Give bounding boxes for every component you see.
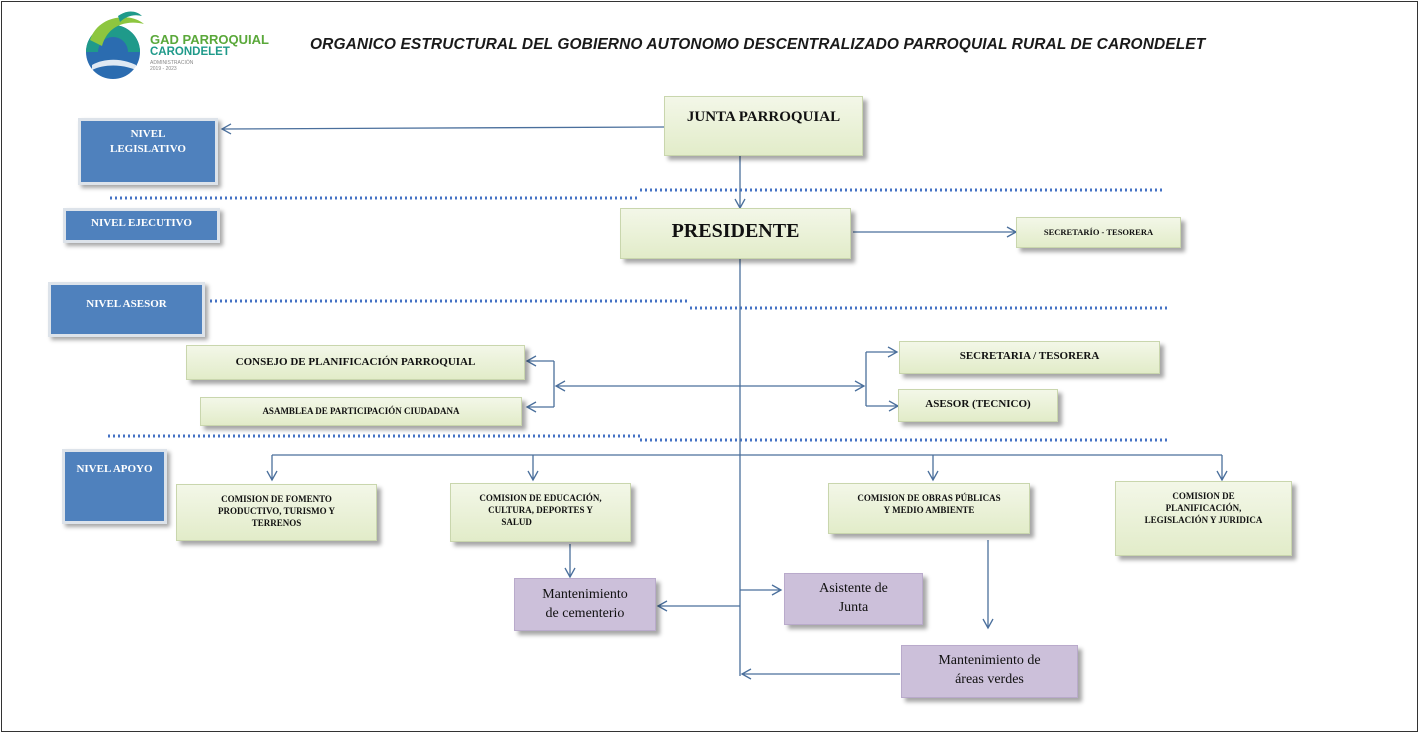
connectors bbox=[220, 123, 1228, 680]
node-comision-obras: COMISION DE OBRAS PÚBLICAS Y MEDIO AMBIEN… bbox=[828, 483, 1030, 534]
mant-cementerio-line1: Mantenimiento bbox=[542, 586, 628, 602]
asistente-line2: Junta bbox=[838, 599, 869, 615]
level-asesor: NIVEL ASESOR bbox=[48, 282, 205, 337]
node-asamblea-participacion: ASAMBLEA DE PARTICIPACIÓN CIUDADANA bbox=[200, 397, 522, 426]
comision-planificacion-line1: COMISION DE bbox=[1172, 491, 1235, 501]
node-presidente: PRESIDENTE bbox=[620, 208, 851, 259]
node-mantenimiento-areas-verdes: Mantenimiento de áreas verdes bbox=[901, 645, 1078, 698]
comision-educacion-line1: COMISION DE EDUCACIÓN, bbox=[479, 493, 602, 503]
logo-emblem bbox=[86, 11, 144, 79]
connector-junta-legislativo bbox=[220, 123, 665, 135]
node-consejo-planificacion: CONSEJO DE PLANIFICACIÓN PARROQUIAL bbox=[186, 345, 525, 380]
level-legislativo: NIVEL LEGISLATIVO bbox=[78, 118, 218, 185]
page-title: ORGANICO ESTRUCTURAL DEL GOBIERNO AUTONO… bbox=[310, 36, 1206, 53]
comision-planificacion-line2: PLANIFICACIÓN, bbox=[1165, 503, 1242, 514]
logo-name-line1: GAD PARROQUIAL bbox=[150, 32, 269, 47]
comision-educacion-line2: CULTURA, DEPORTES Y bbox=[488, 505, 593, 516]
level-legislativo-line1: NIVEL bbox=[130, 128, 166, 140]
logo: GAD PARROQUIAL CARONDELET ADMINISTRACIÓN… bbox=[78, 10, 278, 82]
node-secretario-tesorera: SECRETARÍO - TESORERA bbox=[1016, 217, 1181, 248]
level-apoyo: NIVEL APOYO bbox=[62, 449, 167, 524]
node-comision-educacion: COMISION DE EDUCACIÓN, CULTURA, DEPORTES … bbox=[450, 483, 631, 542]
logo-sub-line1: ADMINISTRACIÓN bbox=[150, 60, 194, 66]
logo-sub-line2: 2019 - 2023 bbox=[150, 66, 177, 72]
node-asistente-junta: Asistente de Junta bbox=[784, 573, 923, 625]
node-secretaria-tesorera: SECRETARIA / TESORERA bbox=[899, 341, 1160, 374]
mant-cementerio-line2: de cementerio bbox=[545, 605, 625, 621]
comision-fomento-line3: TERRENOS bbox=[251, 518, 302, 529]
level-legislativo-line2: LEGISLATIVO bbox=[110, 142, 186, 155]
comision-obras-line1: COMISION DE OBRAS PÚBLICAS bbox=[857, 493, 1001, 503]
level-ejecutivo: NIVEL EJECUTIVO bbox=[63, 208, 220, 243]
comision-educacion-line3: SALUD bbox=[501, 517, 532, 528]
node-junta-parroquial: JUNTA PARROQUIAL bbox=[664, 96, 863, 156]
comision-obras-line2: Y MEDIO AMBIENTE bbox=[883, 505, 975, 516]
comision-fomento-line1: COMISION DE FOMENTO bbox=[221, 494, 332, 504]
comision-fomento-line2: PRODUCTIVO, TURISMO Y bbox=[217, 506, 336, 517]
node-comision-fomento: COMISION DE FOMENTO PRODUCTIVO, TURISMO Y… bbox=[176, 484, 377, 541]
node-asesor-tecnico: ASESOR (TECNICO) bbox=[898, 389, 1058, 422]
node-mantenimiento-cementerio: Mantenimiento de cementerio bbox=[514, 578, 656, 631]
mant-areas-line1: Mantenimiento de bbox=[938, 653, 1041, 668]
asistente-line1: Asistente de bbox=[819, 581, 888, 596]
logo-name-line2: CARONDELET bbox=[150, 46, 230, 58]
comision-planificacion-line3: LEGISLACIÓN Y JURIDICA bbox=[1144, 515, 1263, 526]
level-dividers bbox=[108, 188, 1168, 442]
mant-areas-line2: áreas verdes bbox=[955, 671, 1024, 687]
node-comision-planificacion: COMISION DE PLANIFICACIÓN,LEGISLACIÓN Y J… bbox=[1115, 481, 1292, 556]
